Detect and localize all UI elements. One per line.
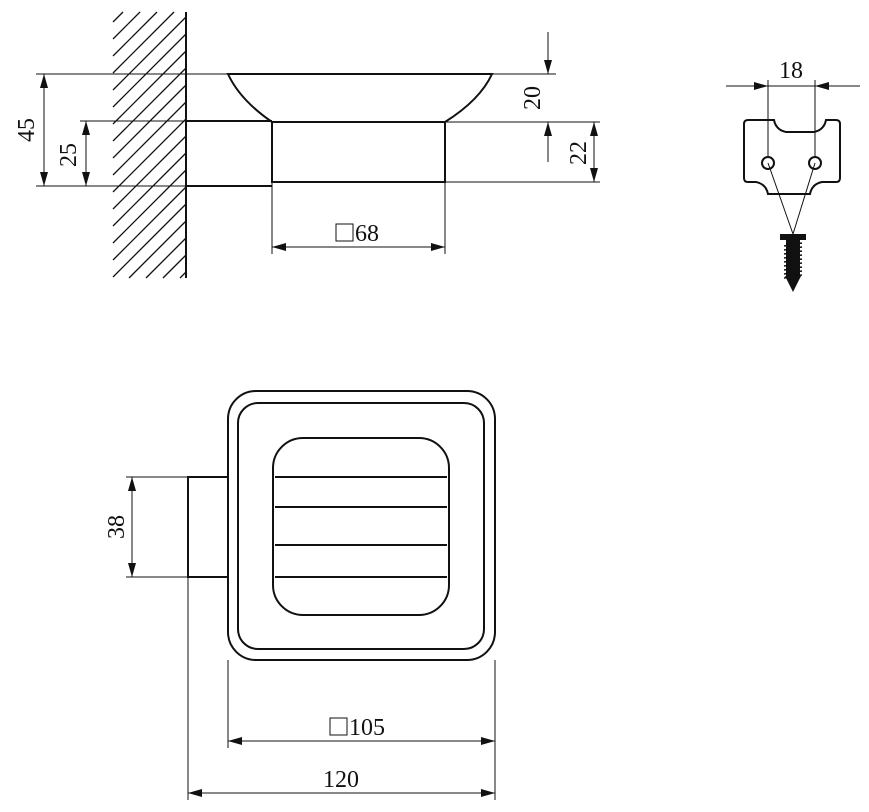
hatch-line	[112, 11, 175, 74]
dim-120-arrow-right	[481, 789, 495, 797]
thread-line	[783, 262, 803, 267]
dim-105-label: 105	[349, 715, 385, 741]
dish-outer-outline	[227, 390, 496, 661]
dim-18-label: 18	[779, 58, 803, 84]
top-view: 38 105 120	[104, 390, 496, 800]
thread-line	[783, 250, 803, 255]
dim-38-label: 38	[104, 515, 130, 539]
dish-well	[272, 437, 450, 616]
hatch-line	[112, 11, 158, 57]
screw-tip	[785, 276, 801, 292]
dim-25-arrow-top	[82, 121, 90, 135]
dim-20-label: 20	[520, 86, 546, 110]
dim-68-arrow-right	[431, 243, 445, 251]
hatch-line	[112, 11, 141, 40]
dim-45-arrow-bottom	[40, 172, 48, 186]
dim-105-arrow-right	[481, 737, 495, 745]
wall-mount-block	[187, 476, 229, 578]
thread-line	[783, 242, 803, 247]
cord-right	[792, 162, 816, 235]
hatch-line	[128, 220, 187, 279]
hatch-line	[162, 254, 187, 279]
dim-20-arrow-bottom	[544, 122, 552, 136]
thread-line	[783, 258, 803, 263]
cord-left	[767, 162, 794, 235]
dim-38-arrow-bottom	[128, 563, 136, 577]
bracket-body	[743, 119, 841, 195]
dish-bowl	[226, 73, 494, 123]
hatch-line	[112, 186, 187, 261]
dim-25-label: 25	[56, 143, 82, 167]
wall-hatching	[112, 11, 187, 279]
dim-38-arrow-top	[128, 477, 136, 491]
hatch-line	[112, 50, 187, 125]
dim-20-arrow-top	[544, 60, 552, 74]
hatch-line	[112, 67, 187, 142]
square-symbol-icon	[335, 223, 354, 242]
thread-line	[783, 270, 803, 275]
dim-45-label: 45	[14, 118, 40, 142]
square-symbol-icon	[329, 717, 348, 736]
dish-inner-rim	[237, 402, 485, 650]
bracket-detail: 18	[726, 58, 860, 292]
hatch-line	[112, 16, 187, 91]
dim-18-arrow-right	[815, 82, 829, 90]
hatch-line	[112, 152, 187, 227]
thread-line	[783, 266, 803, 271]
hatch-line	[112, 203, 187, 278]
dim-120-label: 120	[323, 767, 359, 793]
dim-18-arrow-left	[754, 82, 768, 90]
hatch-line	[112, 135, 187, 210]
dim-68-label: 68	[355, 221, 379, 247]
hatch-line	[112, 11, 124, 23]
screw-thread	[783, 240, 803, 279]
hatch-line	[145, 237, 187, 279]
dim-68-arrow-left	[272, 243, 286, 251]
dim-22-label: 22	[566, 141, 592, 165]
dim-22-arrow-top	[590, 122, 598, 136]
thread-line	[783, 246, 803, 251]
thread-line	[783, 254, 803, 259]
dim-25-arrow-bottom	[82, 172, 90, 186]
dim-45-arrow-top	[40, 74, 48, 88]
hatch-line	[112, 101, 187, 176]
hatch-line	[112, 169, 187, 244]
screw-head	[780, 234, 806, 240]
dim-120-arrow-left	[188, 789, 202, 797]
hatch-line	[112, 33, 187, 108]
hatch-line	[112, 118, 187, 193]
side-view: 45 25 20 22 68	[14, 11, 600, 279]
dish-base	[271, 121, 446, 183]
dim-105-arrow-left	[228, 737, 242, 745]
dim-22-arrow-bottom	[590, 168, 598, 182]
